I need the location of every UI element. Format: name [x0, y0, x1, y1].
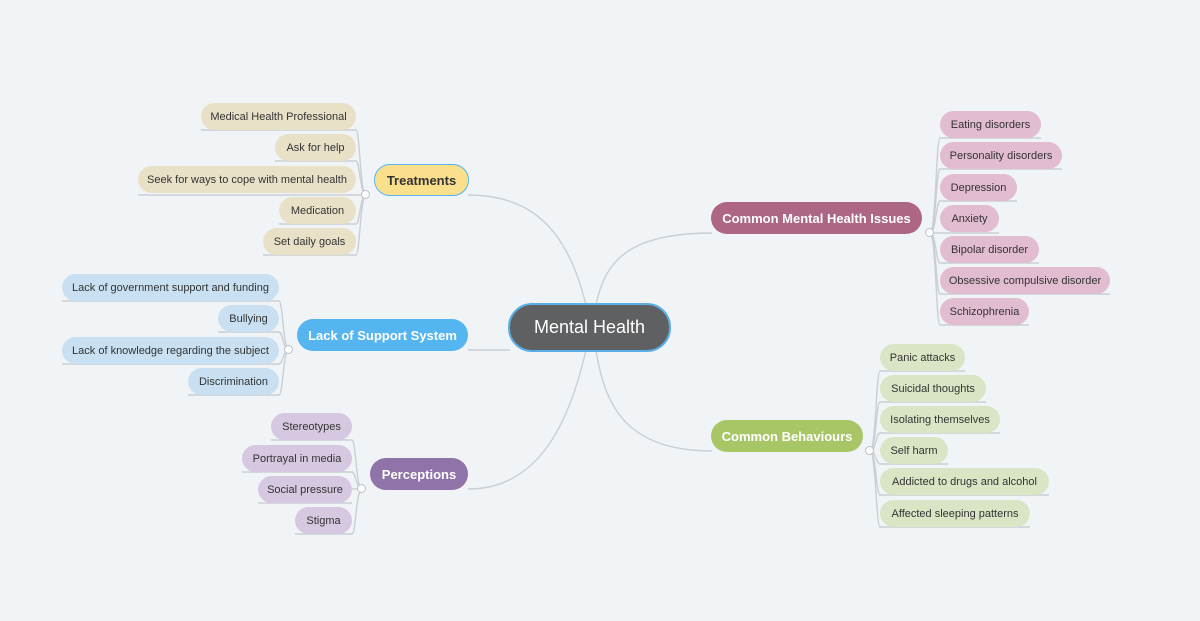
- leaf-behaviours-5[interactable]: Affected sleeping patterns: [880, 500, 1030, 527]
- leaf-behaviours-1[interactable]: Suicidal thoughts: [880, 375, 986, 402]
- topic-common-mental-health-issues[interactable]: Common Mental Health Issues: [711, 202, 922, 234]
- leaf-support-2[interactable]: Lack of knowledge regarding the subject: [62, 337, 279, 364]
- leaf-support-1[interactable]: Bullying: [218, 305, 279, 332]
- leaf-perceptions-2[interactable]: Social pressure: [258, 476, 352, 503]
- leaf-behaviours-0[interactable]: Panic attacks: [880, 344, 965, 371]
- leaf-perceptions-1[interactable]: Portrayal in media: [242, 445, 352, 472]
- leaf-perceptions-3[interactable]: Stigma: [295, 507, 352, 534]
- leaf-issues-1[interactable]: Personality disorders: [940, 142, 1062, 169]
- leaf-behaviours-2[interactable]: Isolating themselves: [880, 406, 1000, 433]
- connector-perceptions: [467, 349, 587, 490]
- leaf-perceptions-0[interactable]: Stereotypes: [271, 413, 352, 440]
- topic-lack-of-support-system[interactable]: Lack of Support System: [297, 319, 468, 351]
- collapse-toggle-treatments[interactable]: [361, 190, 370, 199]
- leaf-treatments-0[interactable]: Medical Health Professional: [201, 103, 356, 130]
- behaviours-leaf-connectors: [869, 370, 1049, 528]
- leaf-support-0[interactable]: Lack of government support and funding: [62, 274, 279, 301]
- leaf-issues-2[interactable]: Depression: [940, 174, 1017, 201]
- connector-issues: [595, 232, 713, 306]
- leaf-treatments-4[interactable]: Set daily goals: [263, 228, 356, 255]
- collapse-toggle-support[interactable]: [284, 345, 293, 354]
- leaf-behaviours-4[interactable]: Addicted to drugs and alcohol: [880, 468, 1049, 495]
- leaf-issues-5[interactable]: Obsessive compulsive disorder: [940, 267, 1110, 294]
- leaf-issues-6[interactable]: Schizophrenia: [940, 298, 1029, 325]
- connector-behaviours: [595, 349, 713, 452]
- leaf-support-3[interactable]: Discrimination: [188, 368, 279, 395]
- collapse-toggle-issues[interactable]: [925, 228, 934, 237]
- connector-treatments: [467, 194, 587, 306]
- topic-treatments[interactable]: Treatments: [374, 164, 469, 196]
- leaf-issues-3[interactable]: Anxiety: [940, 205, 999, 232]
- topic-common-behaviours[interactable]: Common Behaviours: [711, 420, 863, 452]
- leaf-behaviours-3[interactable]: Self harm: [880, 437, 948, 464]
- collapse-toggle-behaviours[interactable]: [865, 446, 874, 455]
- topic-perceptions[interactable]: Perceptions: [370, 458, 468, 490]
- leaf-issues-0[interactable]: Eating disorders: [940, 111, 1041, 138]
- leaf-treatments-1[interactable]: Ask for help: [275, 134, 356, 161]
- leaf-issues-4[interactable]: Bipolar disorder: [940, 236, 1039, 263]
- leaf-treatments-2[interactable]: Seek for ways to cope with mental health: [138, 166, 356, 193]
- leaf-treatments-3[interactable]: Medication: [279, 197, 356, 224]
- central-topic[interactable]: Mental Health: [508, 303, 671, 352]
- collapse-toggle-perceptions[interactable]: [357, 484, 366, 493]
